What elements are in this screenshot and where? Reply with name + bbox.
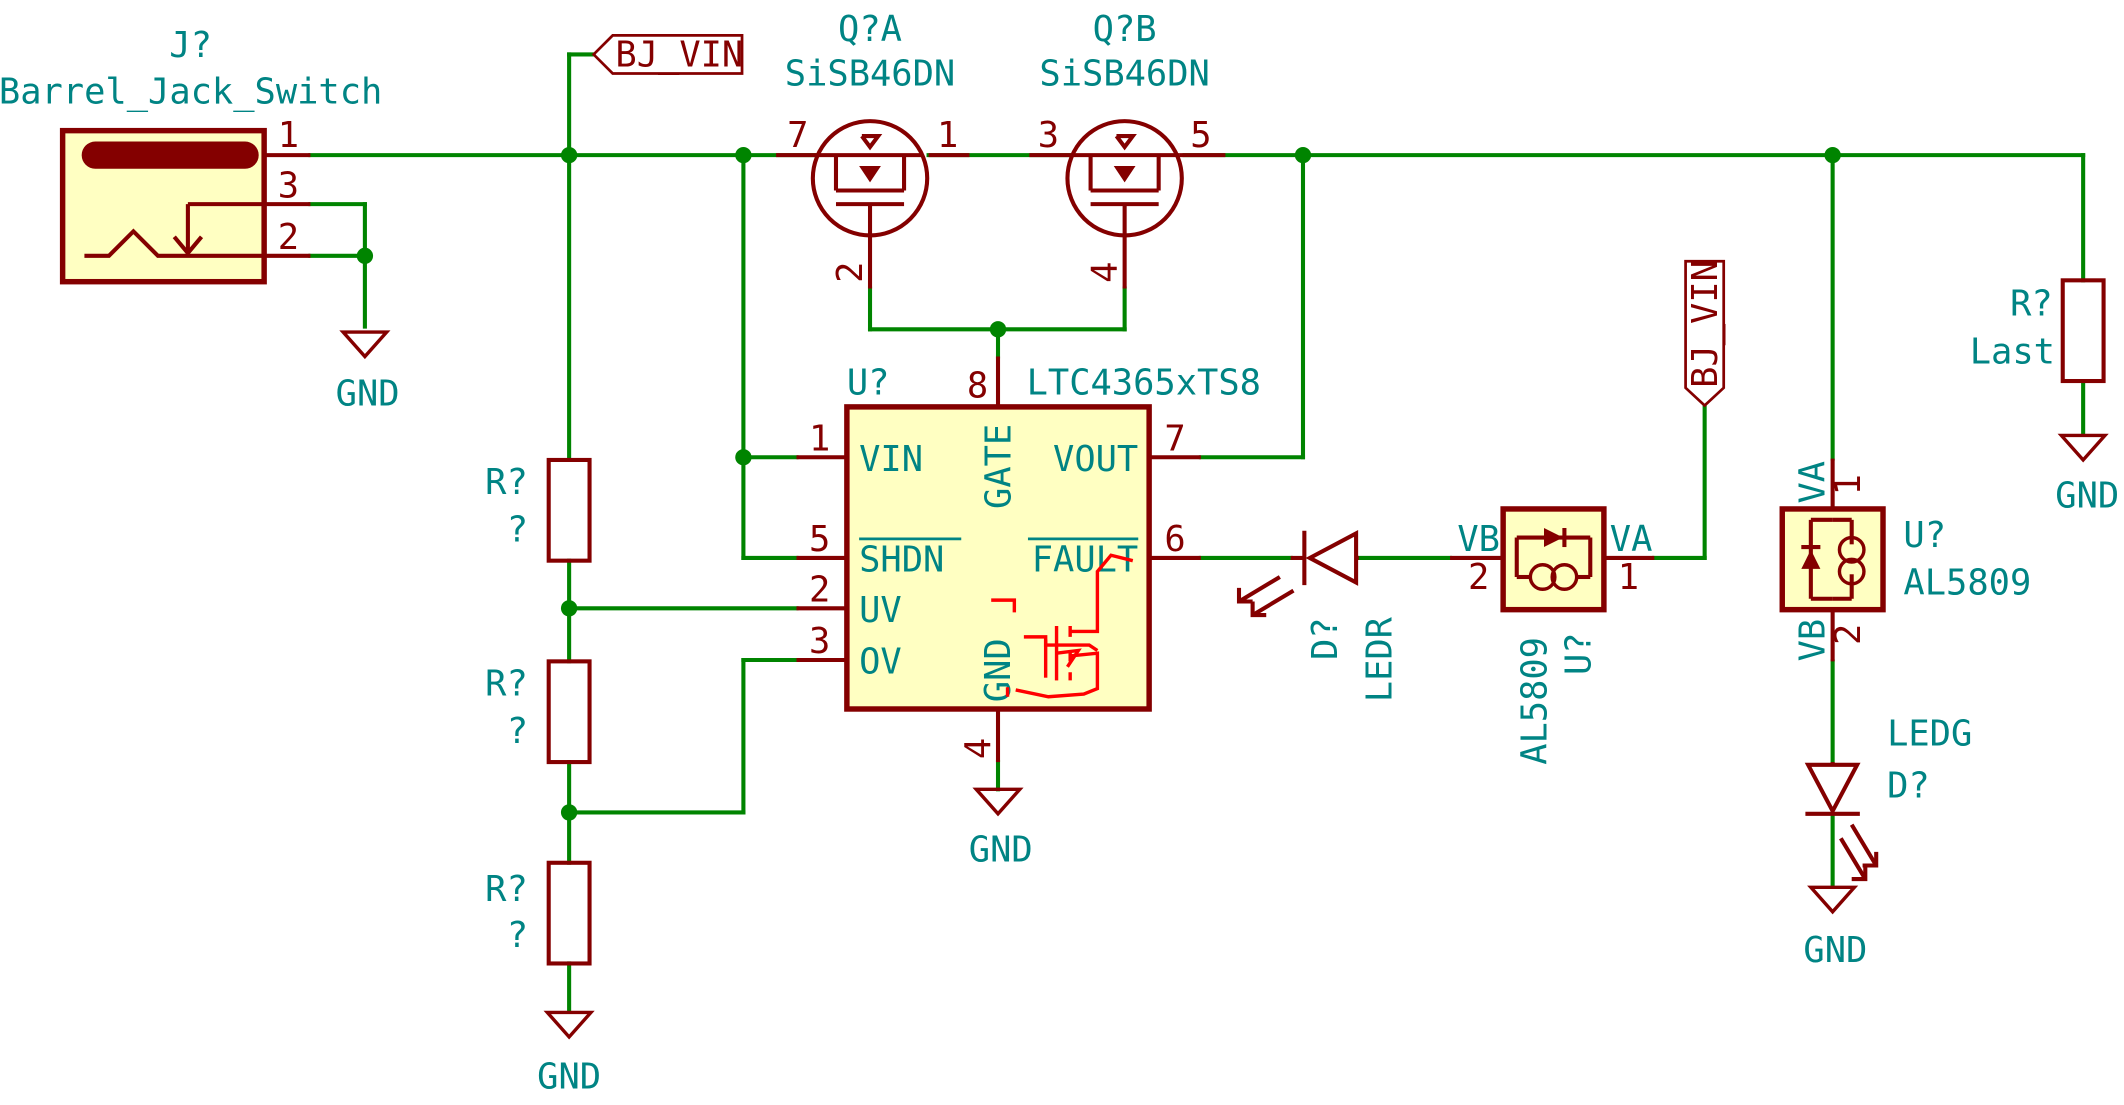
resistor-2[interactable]: R? ? <box>485 659 592 765</box>
regulator-v-ref: U? <box>1903 515 1946 556</box>
mosfet-b-value: SiSB46DN <box>1039 54 1209 95</box>
jack-ref: J? <box>169 25 212 66</box>
mosfet-b-ref: Q?B <box>1093 9 1157 50</box>
ic-pin-shdn: SHDN <box>859 540 944 581</box>
regulator-v-pin-a-num: 1 <box>1828 474 1869 495</box>
gnd-symbol-led: GND <box>1803 885 1867 971</box>
resistor-load-value: Last <box>1970 331 2055 372</box>
mosfet-a-value: SiSB46DN <box>785 54 955 95</box>
gnd-symbol-divider: GND <box>537 1010 601 1098</box>
led-green-symbol[interactable]: LEDG D? <box>1804 714 1972 882</box>
net-label-top[interactable]: BJ_VIN <box>591 34 744 76</box>
regulator-v-pin-b-name: VB <box>1792 619 1833 662</box>
mosfet-b-symbol[interactable]: 3 5 4 Q?B SiSB46DN <box>1029 9 1226 289</box>
red-mosfet-annotation <box>991 553 1134 699</box>
resistor-2-value: ? <box>507 711 528 752</box>
mosfet-a-pin-2: 2 <box>830 262 871 283</box>
gnd-label-ic: GND <box>969 829 1033 870</box>
mosfet-a-pin-7: 7 <box>787 115 808 156</box>
resistor-3-ref: R? <box>485 869 528 910</box>
resistor-1-ref: R? <box>485 462 528 503</box>
led-red-ref: D? <box>1305 617 1346 660</box>
regulator-v-pin-a-name: VA <box>1792 461 1833 504</box>
led-green-ref: D? <box>1887 765 1930 806</box>
wires <box>308 52 2086 1012</box>
ic-pin-vin: VIN <box>859 439 923 480</box>
ic-ref: U? <box>847 363 890 404</box>
ic-pin-ov: OV <box>859 642 902 683</box>
resistor-load-ref: R? <box>2010 284 2053 325</box>
ic-pin-gnd: GND <box>978 638 1019 702</box>
gnd-label-load: GND <box>2055 476 2119 517</box>
regulator-h-symbol[interactable]: VB 2 VA 1 AL5809 U? <box>1450 506 1655 765</box>
regulator-h-pin-b-num: 2 <box>1468 557 1489 598</box>
jack-pin-3: 3 <box>278 165 299 206</box>
resistor-load[interactable]: R? Last <box>1970 278 2106 384</box>
led-red-value: LEDR <box>1359 616 1400 702</box>
ic-ltc4365-symbol[interactable]: 1 5 2 3 7 6 8 4 VIN SHDN UV OV VOUT FAUL… <box>796 356 1261 763</box>
jack-pin-1: 1 <box>278 115 299 156</box>
resistor-3[interactable]: R? ? <box>485 860 592 966</box>
ic-pin-gate: GATE <box>978 424 1019 509</box>
ic-pin-vout: VOUT <box>1053 439 1138 480</box>
regulator-h-ref: U? <box>1558 632 1599 675</box>
resistor-1-value: ? <box>507 510 528 551</box>
regulator-h-value: AL5809 <box>1515 637 1556 765</box>
ic-pin-3-num: 3 <box>809 621 830 662</box>
led-red-symbol[interactable]: D? LEDR <box>1236 530 1400 702</box>
resistor-3-value: ? <box>507 915 528 956</box>
gnd-symbol-ic: GND <box>969 787 1033 870</box>
regulator-v-pin-b-num: 2 <box>1828 624 1869 645</box>
ic-pin-uv: UV <box>859 590 902 631</box>
ic-pin-5-num: 5 <box>809 519 830 560</box>
net-label-top-text: BJ_VIN <box>615 35 743 76</box>
gnd-label-led: GND <box>1803 930 1867 971</box>
junctions <box>356 146 1841 821</box>
ic-value: LTC4365xTS8 <box>1027 363 1261 404</box>
regulator-h-pin-a-name: VA <box>1610 519 1653 560</box>
ic-pin-6-num: 6 <box>1164 519 1185 560</box>
mosfet-b-pin-5: 5 <box>1190 115 1211 156</box>
barrel-jack-symbol[interactable]: 1 3 2 J? Barrel_Jack_Switch <box>0 25 382 285</box>
regulator-v-symbol[interactable]: VA 1 VB 2 U? AL5809 <box>1779 458 2031 662</box>
regulator-h-pin-a-num: 1 <box>1618 557 1639 598</box>
ic-pin-7-num: 7 <box>1164 418 1185 459</box>
led-green-value: LEDG <box>1887 714 1972 755</box>
net-label-right-text: BJ_VIN <box>1685 260 1726 388</box>
gnd-label-divider: GND <box>537 1057 601 1098</box>
mosfet-b-pin-4: 4 <box>1084 262 1125 283</box>
gnd-symbol-jack: GND <box>336 330 400 415</box>
ic-pin-4-num: 4 <box>958 738 999 759</box>
resistor-2-ref: R? <box>485 663 528 704</box>
ic-pin-8-num: 8 <box>967 365 988 406</box>
jack-pin-2: 2 <box>278 217 299 258</box>
mosfet-b-pin-3: 3 <box>1038 115 1059 156</box>
ic-pin-2-num: 2 <box>809 569 830 610</box>
mosfet-a-ref: Q?A <box>838 9 902 50</box>
resistor-1[interactable]: R? ? <box>485 457 592 563</box>
ic-pin-fault: FAULT <box>1032 540 1139 581</box>
mosfet-a-pin-1: 1 <box>937 115 958 156</box>
net-label-right[interactable]: BJ_VIN <box>1684 259 1726 408</box>
gnd-label-jack: GND <box>336 374 400 415</box>
jack-value: Barrel_Jack_Switch <box>0 71 382 112</box>
regulator-v-value: AL5809 <box>1903 563 2031 604</box>
ic-pin-1-num: 1 <box>809 418 830 459</box>
regulator-h-pin-b-name: VB <box>1457 519 1500 560</box>
gnd-symbol-load: GND <box>2055 433 2119 517</box>
mosfet-a-symbol[interactable]: 7 1 2 Q?A SiSB46DN <box>776 9 970 289</box>
